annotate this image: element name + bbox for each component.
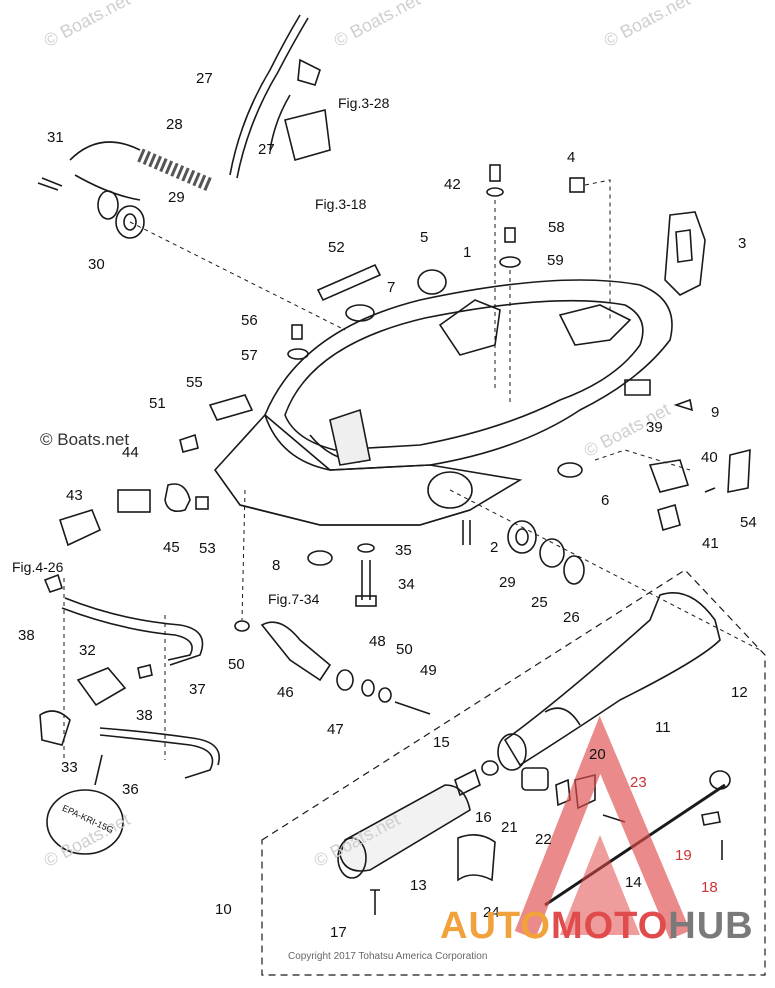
callout-15: 15 (433, 734, 450, 751)
grommets (307, 269, 694, 566)
callout-51: 51 (149, 395, 166, 412)
brand-part-3: HUB (668, 905, 754, 947)
ref-fig-3-18: Fig.3-18 (315, 196, 367, 212)
callout-23: 23 (630, 774, 647, 791)
callout-25: 25 (531, 594, 548, 611)
callout-10: 10 (215, 901, 232, 918)
lever-46 (234, 489, 431, 715)
stickers (208, 263, 382, 421)
lower-cowling (213, 279, 673, 526)
bolt-34 (355, 520, 471, 607)
callout-37: 37 (189, 681, 206, 698)
callout-29: 29 (499, 574, 516, 591)
callout-53: 53 (199, 540, 216, 557)
callout-9: 9 (711, 404, 720, 421)
callout-33: 33 (61, 759, 78, 776)
brand-part-1: AUTO (440, 905, 551, 947)
callout-22: 22 (535, 831, 552, 848)
callout-27: 27 (196, 70, 213, 87)
callout-44: 44 (122, 444, 139, 461)
callout-47: 47 (327, 721, 344, 738)
callout-59: 59 (547, 252, 564, 269)
left-parts (39, 433, 220, 779)
callout-5: 5 (420, 229, 429, 246)
bushings (449, 489, 761, 651)
callout-56: 56 (241, 312, 258, 329)
callout-52: 52 (328, 239, 345, 256)
callout-24: 24 (483, 904, 500, 921)
callout-3: 3 (738, 235, 747, 252)
callout-48: 48 (369, 633, 386, 650)
callout-40: 40 (701, 449, 718, 466)
callout-50: 50 (396, 641, 413, 658)
callout-13: 13 (410, 877, 427, 894)
callout-19: 19 (675, 847, 692, 864)
callout-12: 12 (731, 684, 748, 701)
bolts (37, 164, 611, 405)
tiller-11 (497, 591, 721, 771)
callout-16: 16 (475, 809, 492, 826)
copyright-text: Copyright 2017 Tohatsu America Corporati… (288, 951, 488, 962)
callout-26: 26 (563, 609, 580, 626)
callout-27: 27 (258, 141, 275, 158)
callout-2: 2 (490, 539, 499, 556)
grommet-28 (69, 141, 346, 331)
callout-8: 8 (272, 557, 281, 574)
callout-35: 35 (395, 542, 412, 559)
callout-32: 32 (79, 642, 96, 659)
callout-50: 50 (228, 656, 245, 673)
callout-28: 28 (166, 116, 183, 133)
callout-34: 34 (398, 576, 415, 593)
cable-assembly (229, 14, 331, 179)
callout-21: 21 (501, 819, 518, 836)
brand-wordmark: AUTOMOTOHUB (440, 905, 754, 948)
callout-38: 38 (136, 707, 153, 724)
ref-fig-3-28: Fig.3-28 (338, 95, 390, 111)
callout-41: 41 (702, 535, 719, 552)
stamp-circle (46, 789, 124, 855)
latch-3 (664, 211, 706, 296)
ref-fig-4-26: Fig.4-26 (12, 559, 64, 575)
callout-54: 54 (740, 514, 757, 531)
callout-11: 11 (655, 719, 671, 736)
callout-38: 38 (18, 627, 35, 644)
callout-39: 39 (646, 419, 663, 436)
ref-fig-7-34: Fig.7-34 (268, 591, 320, 607)
callout-30: 30 (88, 256, 105, 273)
callout-14: 14 (625, 874, 642, 891)
callout-58: 58 (548, 219, 565, 236)
callout-17: 17 (330, 924, 347, 941)
callout-46: 46 (277, 684, 294, 701)
watermark: © Boats.net (40, 430, 130, 449)
brand-part-2: MOTO (550, 905, 669, 947)
callout-36: 36 (122, 781, 139, 798)
right-parts (594, 448, 751, 532)
callout-49: 49 (420, 662, 437, 679)
brand-logo-triangle (514, 715, 691, 940)
callout-42: 42 (444, 176, 461, 193)
callout-20: 20 (589, 746, 606, 763)
callout-7: 7 (387, 279, 396, 296)
callout-43: 43 (66, 487, 83, 504)
callout-55: 55 (186, 374, 203, 391)
callout-6: 6 (601, 492, 610, 509)
screw-17 (370, 889, 380, 915)
handle-assembly-boundary (261, 569, 766, 976)
callout-29: 29 (168, 189, 185, 206)
callout-4: 4 (567, 149, 576, 166)
callout-18: 18 (701, 879, 718, 896)
callout-45: 45 (163, 539, 180, 556)
callout-57: 57 (241, 347, 258, 364)
callout-1: 1 (463, 244, 472, 261)
callout-31: 31 (47, 129, 64, 146)
grip-13 (337, 784, 471, 879)
